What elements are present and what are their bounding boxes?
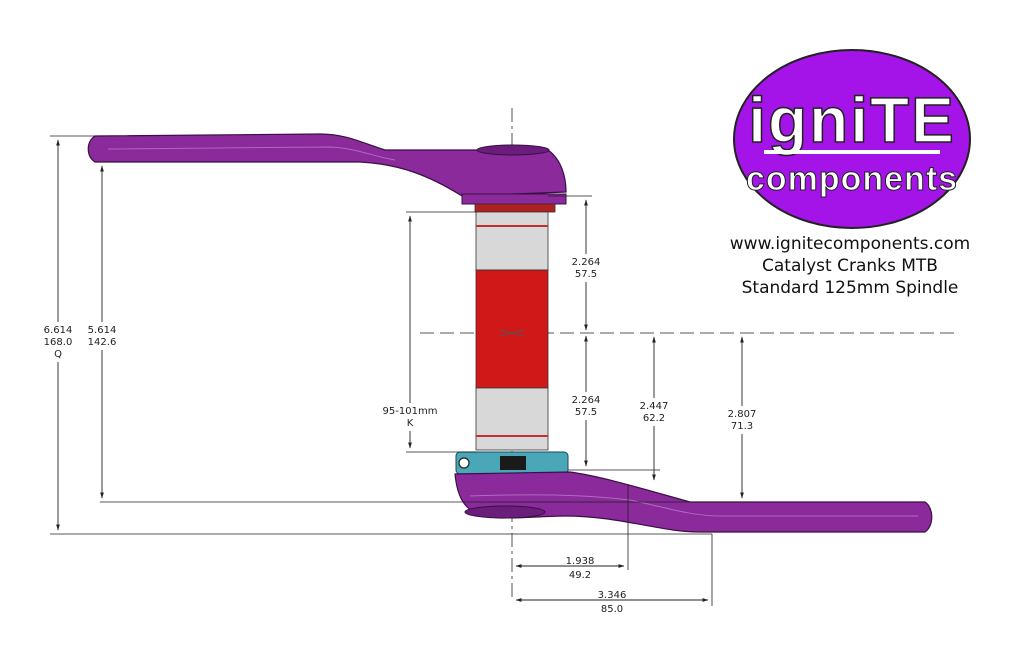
dim-upper-mm: 57.5 bbox=[575, 269, 597, 280]
upper-crank-arm bbox=[87, 133, 567, 213]
logo-word-components: components bbox=[746, 160, 958, 198]
dimension-lines bbox=[56, 139, 744, 602]
logo-oval bbox=[733, 49, 971, 229]
spindle bbox=[475, 211, 549, 451]
dim-d6-mm: 71.3 bbox=[731, 421, 753, 432]
extension-lines bbox=[50, 135, 742, 606]
lock-ring bbox=[455, 451, 569, 475]
dim-d2-mm: 142.6 bbox=[88, 337, 117, 348]
dim-k-mm: 95-101mm bbox=[383, 406, 438, 417]
dimension-labels: 6.614 168.0 Q 5.614 142.6 95-101mm K 2.2… bbox=[40, 254, 759, 615]
dim-h1-mm: 49.2 bbox=[569, 570, 591, 581]
product-name: Catalyst Cranks MTB bbox=[762, 256, 938, 276]
dim-h2-mm: 85.0 bbox=[601, 604, 623, 615]
dim-h2-in: 3.346 bbox=[598, 590, 627, 601]
product-info: www.ignitecomponents.com Catalyst Cranks… bbox=[700, 233, 1000, 299]
dim-lower-mm: 57.5 bbox=[575, 407, 597, 418]
dim-k-label: K bbox=[407, 418, 414, 429]
dim-upper-in: 2.264 bbox=[572, 257, 601, 268]
dim-q-label: Q bbox=[54, 349, 62, 360]
ignite-logo: igniTE components bbox=[733, 49, 971, 229]
logo-divider bbox=[764, 150, 940, 154]
spindle-spec: Standard 125mm Spindle bbox=[741, 278, 959, 298]
dim-lower-in: 2.264 bbox=[572, 395, 601, 406]
logo-word-ignite: igniTE bbox=[748, 84, 956, 156]
dim-d5-in: 2.447 bbox=[640, 401, 669, 412]
dim-h1-in: 1.938 bbox=[566, 556, 595, 567]
dim-q-in: 6.614 bbox=[44, 325, 73, 336]
dim-d6-in: 2.807 bbox=[728, 409, 757, 420]
dim-d5-mm: 62.2 bbox=[643, 413, 665, 424]
dim-q-mm: 168.0 bbox=[44, 337, 73, 348]
website-url: www.ignitecomponents.com bbox=[729, 234, 971, 254]
dim-d2-in: 5.614 bbox=[88, 325, 117, 336]
